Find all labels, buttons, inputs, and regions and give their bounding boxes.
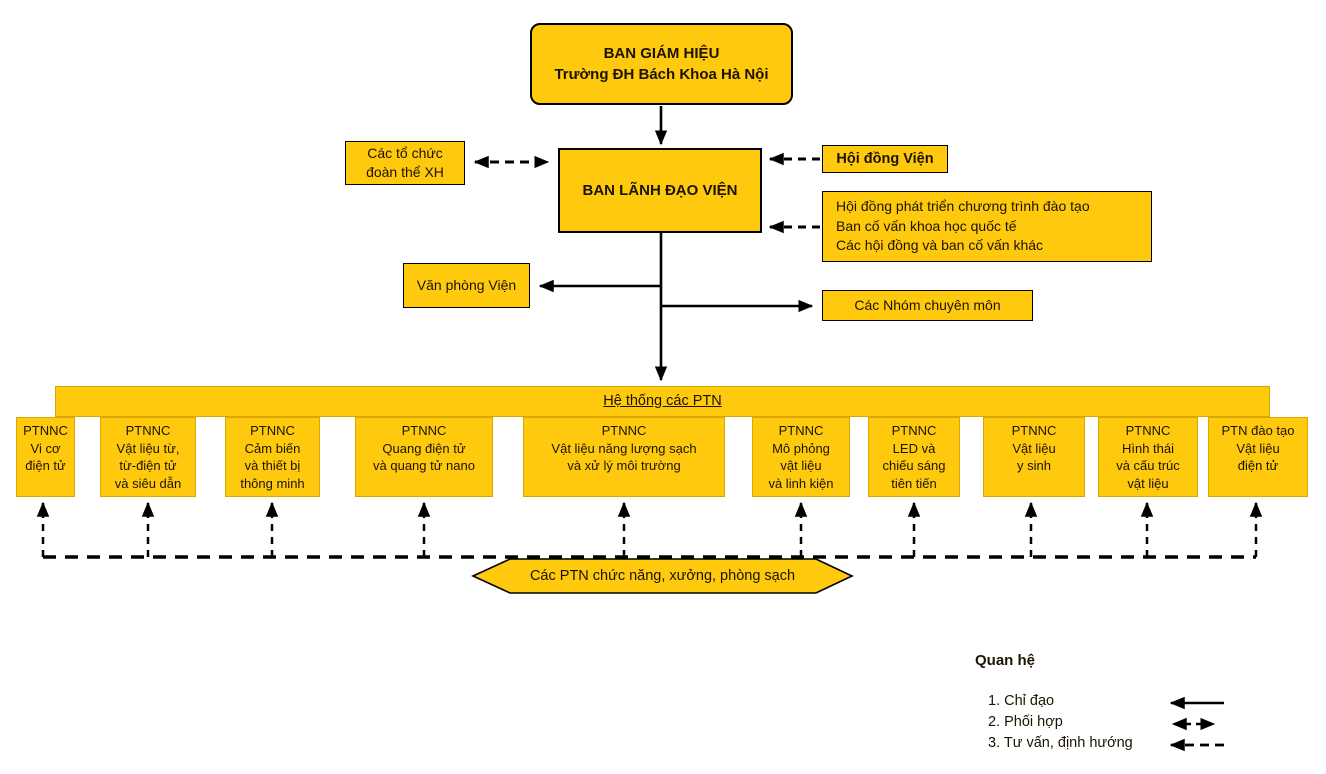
- legend-item-consultative: 3. Tư vấn, định hướng: [988, 735, 1133, 751]
- institute-office-box: Văn phòng Viện: [403, 263, 530, 308]
- ptn-box-biomedical-materials: PTNNC Vật liệu y sinh: [983, 417, 1085, 497]
- advisory-councils-box: Hội đồng phát triển chương trình đào tạo…: [822, 191, 1152, 262]
- ptn-box-training-electronic-materials: PTN đào tạo Vật liệu điện tử: [1208, 417, 1308, 497]
- functional-ptn-hexagon-label: Các PTN chức năng, xưởng, phòng sạch: [529, 567, 796, 584]
- legend-item-directive: 1. Chỉ đạo: [988, 693, 1055, 709]
- leadership-box: BAN LÃNH ĐẠO VIỆN: [558, 148, 762, 233]
- social-orgs-box: Các tổ chức đoàn thể XH: [345, 141, 465, 185]
- institute-council-box: Hội đồng Viện: [822, 145, 948, 173]
- legend-item-cooperation: 2. Phối hợp: [988, 714, 1063, 730]
- rector-box: BAN GIÁM HIỆU Trường ĐH Bách Khoa Hà Nội: [530, 23, 793, 105]
- ptn-box-led-advanced-lighting: PTNNC LED và chiếu sáng tiên tiến: [868, 417, 960, 497]
- legend-title: Quan hệ: [975, 652, 1036, 669]
- specialist-groups-box: Các Nhóm chuyên môn: [822, 290, 1033, 321]
- ptn-box-micro-electromechanics: PTNNC Vi cơ điện tử: [16, 417, 75, 497]
- ptn-system-bar: Hệ thống các PTN: [55, 386, 1270, 417]
- ptn-box-morphology-structure: PTNNC Hình thái và cấu trúc vật liệu: [1098, 417, 1198, 497]
- ptn-box-optoelectronics-nanophotonics: PTNNC Quang điện tử và quang tử nano: [355, 417, 493, 497]
- functional-ptn-hexagon: [471, 558, 854, 594]
- ptn-box-materials-device-simulation: PTNNC Mô phỏng vật liệu và linh kiện: [752, 417, 850, 497]
- ptn-box-clean-energy-environment: PTNNC Vật liệu năng lượng sạch và xử lý …: [523, 417, 725, 497]
- ptn-box-sensors-smart-devices: PTNNC Cảm biến và thiết bị thông minh: [225, 417, 320, 497]
- ptn-box-magnetic-materials: PTNNC Vật liệu từ, từ-điện tử và siêu dẫ…: [100, 417, 196, 497]
